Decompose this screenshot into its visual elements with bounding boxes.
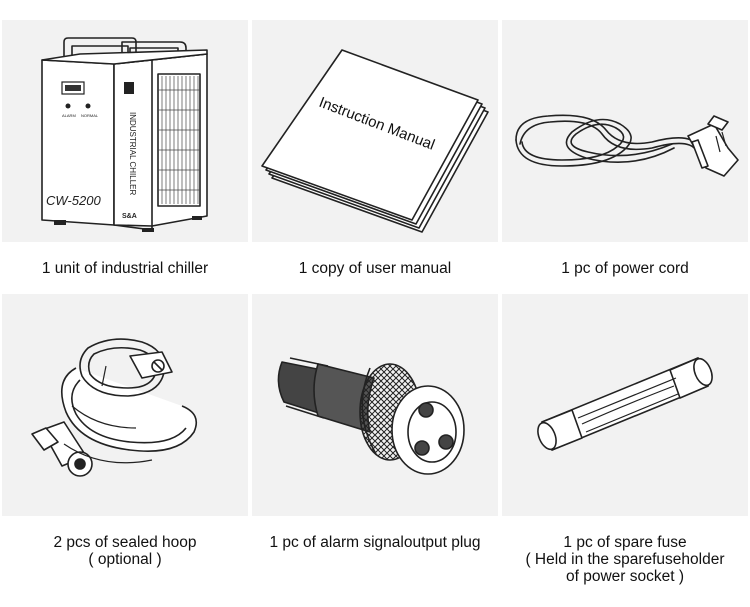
alarm-plug-icon (277, 357, 465, 475)
caption-line: 1 pc of power cord (561, 260, 689, 277)
caption-spare-fuse: 1 pc of spare fuse ( Held in the sparefu… (502, 534, 748, 585)
caption-line: 2 pcs of sealed hoop (53, 534, 197, 551)
caption-user-manual: 1 copy of user manual (252, 260, 498, 277)
caption-line: 1 pc of alarm signaloutput plug (269, 534, 481, 551)
caption-line: 1 copy of user manual (298, 260, 452, 277)
tile-alarm-plug (252, 294, 498, 516)
caption-line: 1 pc of spare fuse (563, 534, 687, 551)
instruction-manual-icon: Instruction Manual (261, 49, 489, 233)
caption-power-cord: 1 pc of power cord (502, 260, 748, 277)
caption-alarm-plug: 1 pc of alarm signaloutput plug (252, 534, 498, 551)
caption-sealed-hoop: 2 pcs of sealed hoop ( optional ) (2, 534, 248, 568)
caption-line: 1 unit of industrial chiller (41, 260, 209, 277)
brand-label: S&A (122, 213, 137, 220)
tile-industrial-chiller: ALARM NORMAL CW-5200 INDUSTRIAL CHILLER … (2, 20, 248, 242)
industrial-chiller-icon: ALARM NORMAL CW-5200 INDUSTRIAL CHILLER … (41, 37, 208, 232)
sealed-hoop-icon (31, 338, 198, 477)
caption-line: ( Held in the sparefuseholder (525, 551, 725, 568)
caption-line: ( optional ) (88, 551, 162, 568)
model-label: CW-5200 (46, 193, 101, 208)
tile-spare-fuse (502, 294, 748, 516)
caption-line: of power socket ) (565, 568, 685, 585)
tile-user-manual: Instruction Manual (252, 20, 498, 242)
spare-fuse-icon (537, 357, 713, 451)
tile-sealed-hoop (2, 294, 248, 516)
alarm-label: ALARM (62, 113, 76, 118)
side-label: INDUSTRIAL CHILLER (128, 112, 137, 196)
power-cord-icon (515, 114, 739, 177)
normal-label: NORMAL (81, 113, 99, 118)
caption-industrial-chiller: 1 unit of industrial chiller (2, 260, 248, 277)
tile-power-cord (502, 20, 748, 242)
